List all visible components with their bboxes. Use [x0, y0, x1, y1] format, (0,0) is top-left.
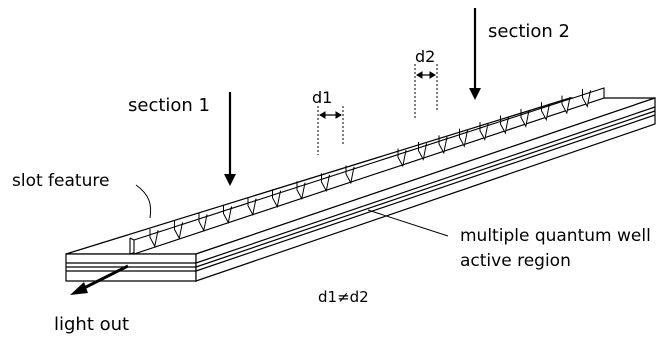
- mqw-pointer: [367, 209, 449, 237]
- d1-label: d1: [312, 88, 332, 107]
- d2-label: d2: [415, 47, 435, 66]
- slot-feature: [500, 116, 509, 135]
- slot-feature: [438, 136, 448, 155]
- light-out-arrow: [70, 264, 129, 295]
- light-out-label: light out: [54, 314, 129, 335]
- slot-feature-label: slot feature: [12, 171, 109, 191]
- slot-feature: [479, 123, 489, 142]
- slot-feature: [198, 214, 208, 232]
- slot-feature: [247, 198, 257, 217]
- slot-feature: [397, 149, 407, 168]
- slot-feature: [223, 206, 232, 224]
- section-1-label: section 1: [128, 95, 210, 116]
- section-1-arrow: [224, 92, 236, 186]
- d1-dimension: [317, 106, 344, 155]
- slot-feature: [561, 96, 571, 115]
- section-2-label: section 2: [488, 21, 570, 42]
- slot-features: [149, 88, 591, 248]
- slot-feature: [272, 190, 281, 209]
- slot-feature-pointer: [135, 184, 152, 219]
- slot-feature: [520, 110, 530, 128]
- slot-feature: [174, 222, 183, 240]
- mqw-label-line1: multiple quantum well: [460, 226, 651, 246]
- slot-feature: [418, 143, 427, 161]
- section-2-arrow: [469, 8, 481, 100]
- d2-dimension: [414, 64, 438, 118]
- slot-feature: [459, 130, 468, 148]
- slot-feature: [149, 230, 159, 248]
- mqw-label-line2: active region: [460, 251, 571, 271]
- slot-feature: [541, 103, 550, 122]
- d1-neq-d2-label: d1≠d2: [318, 288, 369, 306]
- slot-feature: [296, 182, 306, 201]
- slot-feature: [582, 90, 591, 108]
- slot-feature: [345, 166, 355, 185]
- slot-feature: [321, 174, 330, 193]
